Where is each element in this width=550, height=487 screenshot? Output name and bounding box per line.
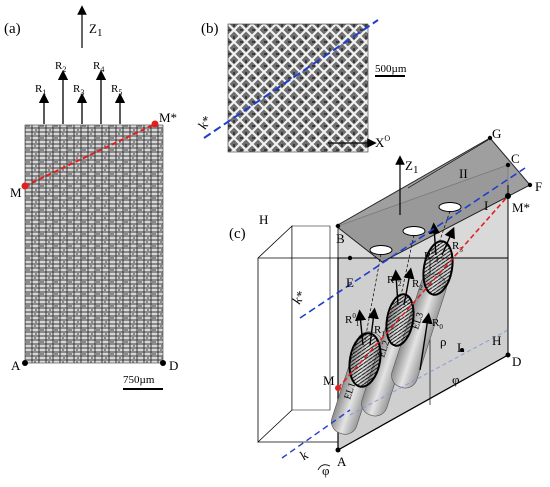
- label-f: F: [535, 179, 542, 194]
- point-l: [460, 348, 464, 352]
- label-d-c: D: [512, 354, 521, 369]
- panel-b: (b) k* 500µm XO: [195, 19, 407, 153]
- x0-label-b: XO: [375, 134, 390, 150]
- label-el1: EL1: [342, 381, 358, 401]
- panel-a: (a) Z1 R1 R2 R3 R4 R5 M M* A D 750µm: [4, 5, 178, 390]
- label-h-right: H: [492, 333, 501, 348]
- top-oval-1: [369, 245, 393, 255]
- section-ellipse-2: [385, 293, 415, 347]
- label-r2: R2: [412, 278, 423, 292]
- vector-r2-0: [390, 269, 402, 306]
- growth-vectors-a: R1 R2 R3 R4 R5: [35, 60, 126, 124]
- label-g: G: [492, 126, 501, 141]
- label-a-c: A: [337, 454, 347, 469]
- label-e: E: [346, 275, 354, 290]
- k-line-c: [281, 409, 351, 459]
- scale-label-a: 750µm: [123, 374, 155, 386]
- point-mstar-a: [151, 120, 159, 128]
- mm-star-line-c: [337, 195, 509, 389]
- vector-label-r3: R3: [73, 83, 84, 97]
- z1-label-a: Z1: [89, 21, 102, 39]
- point-b: [335, 223, 341, 229]
- point-d-a: [160, 360, 166, 366]
- mm-star-line-a: [24, 123, 156, 187]
- section-ellipse-3: [422, 240, 454, 296]
- label-i: I: [484, 198, 488, 213]
- z1-label-c: Z1: [405, 158, 418, 176]
- vector-r3-0: [428, 222, 440, 256]
- guide-2: [399, 234, 415, 301]
- label-r0: R0: [432, 317, 443, 331]
- scale-label-b: 500µm: [375, 63, 407, 75]
- label-rho: ρ: [440, 334, 447, 349]
- panel-b-tag: (b): [201, 21, 219, 37]
- top-oval-2: [402, 226, 426, 236]
- label-r3-0: R03: [424, 248, 439, 264]
- label-m-a: M: [10, 185, 22, 200]
- angle-arc-phi: [317, 464, 331, 471]
- section-ellipse-1: [348, 332, 382, 388]
- point-m-c: [335, 385, 341, 391]
- guide-1: [364, 253, 382, 341]
- vector-label-r2: R2: [55, 60, 66, 74]
- vector-label-r1: R1: [35, 83, 46, 97]
- label-mstar-c: M*: [512, 200, 530, 215]
- point-a-c: [335, 447, 341, 453]
- point-g: [487, 135, 493, 141]
- bottom-front-edge: [337, 354, 509, 451]
- label-r3: R3: [452, 240, 463, 254]
- label-k-c: k: [297, 447, 311, 463]
- label-c: C: [511, 151, 520, 166]
- vector-r1: [367, 307, 379, 346]
- point-c: [505, 162, 511, 168]
- label-el3: EL3: [410, 311, 426, 331]
- label-b: B: [336, 231, 345, 246]
- point-f: [527, 182, 533, 188]
- label-phi-bottom: φ: [322, 463, 330, 478]
- label-a-a: A: [11, 358, 21, 373]
- label-r2-0: R02: [387, 272, 402, 288]
- label-r1: R1: [374, 324, 385, 338]
- label-r1-0: R01: [345, 312, 360, 328]
- panel-a-tag: (a): [4, 21, 21, 37]
- label-h-top: H: [259, 212, 268, 227]
- growth-vectors-c: [354, 222, 455, 371]
- panel-c-tag: (c): [229, 226, 246, 242]
- left-slab-side: [291, 225, 331, 411]
- point-a-a: [22, 360, 28, 366]
- label-l: L: [457, 340, 465, 355]
- label-ii: II: [459, 166, 468, 181]
- label-d-a: D: [169, 358, 178, 373]
- point-d-c: [505, 352, 511, 358]
- top-divider: [407, 139, 489, 189]
- vector-r1-0: [354, 309, 367, 346]
- micrograph-a: [24, 124, 164, 364]
- micrograph-b: [227, 23, 369, 153]
- top-oval-3: [438, 202, 462, 212]
- left-slab-front: [257, 225, 293, 443]
- vector-r3: [441, 226, 455, 256]
- kstar-line-c: [299, 167, 526, 319]
- point-mstar-c: [505, 193, 511, 199]
- vector-r0: [419, 312, 433, 371]
- vector-r2: [403, 267, 415, 306]
- kstar-label-b: k*: [195, 113, 215, 132]
- label-m-c: M: [323, 373, 335, 388]
- point-m-a: [21, 182, 29, 190]
- vector-label-r4: R4: [93, 60, 104, 74]
- vector-label-r5: R5: [111, 83, 122, 97]
- label-el2: EL2: [376, 339, 392, 359]
- kstar-line-b: [203, 19, 379, 139]
- panel-c: (c): [229, 126, 542, 478]
- hl-line-c: [349, 329, 509, 416]
- label-mstar-a: M*: [159, 110, 177, 125]
- guide-3: [437, 210, 451, 247]
- point-e: [347, 255, 353, 261]
- label-phi-right: φ: [452, 372, 460, 387]
